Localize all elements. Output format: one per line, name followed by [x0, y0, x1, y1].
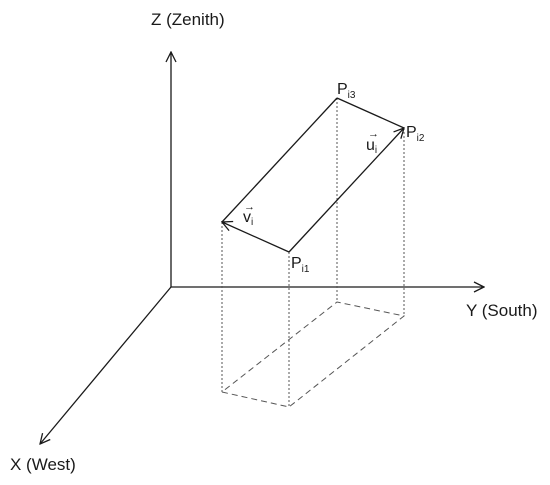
svg-text:ui: ui [366, 137, 377, 156]
ground-footprint [220, 301, 406, 408]
vector-label-v: → vi [243, 201, 255, 228]
svg-text:→: → [244, 201, 255, 213]
svg-text:vi: vi [243, 209, 253, 228]
vector-label-u: → ui [366, 128, 379, 156]
vector-u-arrow [288, 128, 404, 253]
panel-edge-p3-left [221, 97, 338, 223]
z-axis-label: Z (Zenith) [151, 10, 225, 29]
x-axis [40, 286, 172, 444]
vector-v-arrow [222, 222, 290, 253]
y-axis-label: Y (South) [466, 301, 538, 320]
point-label-p3: Pi3 [337, 81, 356, 101]
point-label-p2: Pi2 [406, 124, 425, 144]
svg-text:→: → [368, 128, 379, 140]
x-axis-label: X (West) [10, 455, 76, 474]
point-label-p1: Pi1 [291, 255, 310, 275]
panel-edge-p3-p2 [336, 97, 405, 129]
